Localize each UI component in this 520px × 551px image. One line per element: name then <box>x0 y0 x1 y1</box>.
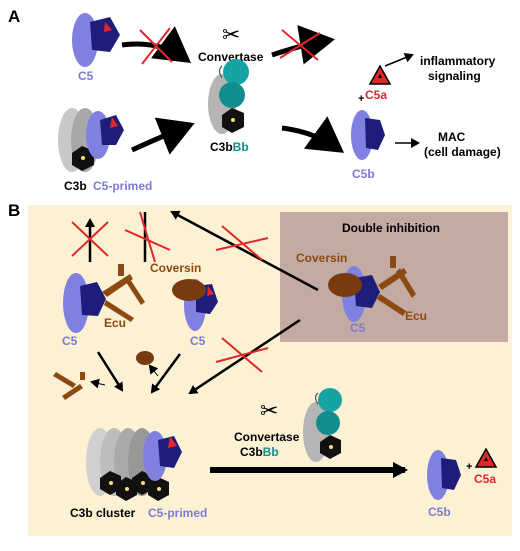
ecu-label-double: Ecu <box>405 309 427 323</box>
c5a-label-a: C5a <box>365 88 387 102</box>
c3bbb-convertase-a <box>208 59 249 134</box>
ecu-label-left: Ecu <box>104 316 126 330</box>
inflammatory-label-2: signaling <box>428 69 481 83</box>
arrow-primed-to-convertase <box>130 117 195 155</box>
coversin-label-double: Coversin <box>296 251 347 265</box>
c5-with-ecu-left <box>63 264 145 333</box>
c5a-triangle-a <box>368 64 392 85</box>
red-cross-b4 <box>215 337 269 373</box>
c5-primed-label-b: C5-primed <box>148 506 207 520</box>
c5a-triangle-b <box>474 447 498 468</box>
c5-primed-label-a: C5-primed <box>93 179 152 193</box>
convertase-label-a: Convertase <box>198 50 264 64</box>
double-inhibition-label: Double inhibition <box>342 221 440 235</box>
free-ecu <box>53 372 85 400</box>
plus-sign-a: + <box>358 93 364 105</box>
scissors-icon-b: ✂ <box>260 398 278 423</box>
arrow-convertase-right <box>271 24 335 65</box>
red-cross-b2 <box>124 211 171 263</box>
arrow-ecu-release <box>90 378 106 389</box>
red-cross-b1 <box>71 221 109 257</box>
c3b-label-a: C3b <box>64 179 87 193</box>
c5-label-b-left: C5 <box>62 334 78 348</box>
scissors-icon: ✂ <box>222 22 240 47</box>
c3bbb-label-a: C3bBb <box>210 140 249 154</box>
red-cross-a1 <box>139 27 173 65</box>
arrow-convertase-to-c5b <box>281 116 345 153</box>
free-coversin <box>136 351 154 365</box>
c5b-molecule-a <box>351 110 385 160</box>
arrow-left-to-cluster <box>96 351 124 392</box>
arrow-coversin-release <box>148 364 159 377</box>
c5-label-double: C5 <box>350 321 366 335</box>
c3bbb-convertase-b <box>303 388 342 462</box>
arrow-c5a-inflammatory <box>384 53 414 67</box>
red-cross-b3 <box>215 225 269 261</box>
panel-b-letter: B <box>8 201 20 220</box>
c5b-molecule-b <box>427 450 461 500</box>
convertase-label-b: Convertase <box>234 430 300 444</box>
arrow-middle-to-cluster <box>150 353 182 394</box>
c3b-c5-primed-a <box>58 108 124 172</box>
mac-label-2: (cell damage) <box>424 145 501 159</box>
c5-with-coversin-middle <box>172 279 218 331</box>
red-cross-a2 <box>279 29 321 61</box>
c3b-cluster <box>86 428 182 501</box>
c5a-label-b: C5a <box>474 472 496 486</box>
c3bbb-label-b: C3bBb <box>240 445 279 459</box>
coversin-label-middle: Coversin <box>150 261 201 275</box>
c5b-label-b: C5b <box>428 505 451 519</box>
c5-label-b-middle: C5 <box>190 334 206 348</box>
inflammatory-label-1: inflammatory <box>420 54 496 68</box>
plus-sign-b: + <box>466 461 472 473</box>
c5-molecule-top <box>72 13 120 67</box>
mac-label-1: MAC <box>438 130 466 144</box>
c5-double-inhibited <box>328 256 416 322</box>
c5b-label-a: C5b <box>352 167 375 181</box>
panel-a-letter: A <box>8 7 20 26</box>
c3b-cluster-label: C3b cluster <box>70 506 136 520</box>
c5-label-top: C5 <box>78 69 94 83</box>
arrow-double-to-top <box>170 210 319 292</box>
